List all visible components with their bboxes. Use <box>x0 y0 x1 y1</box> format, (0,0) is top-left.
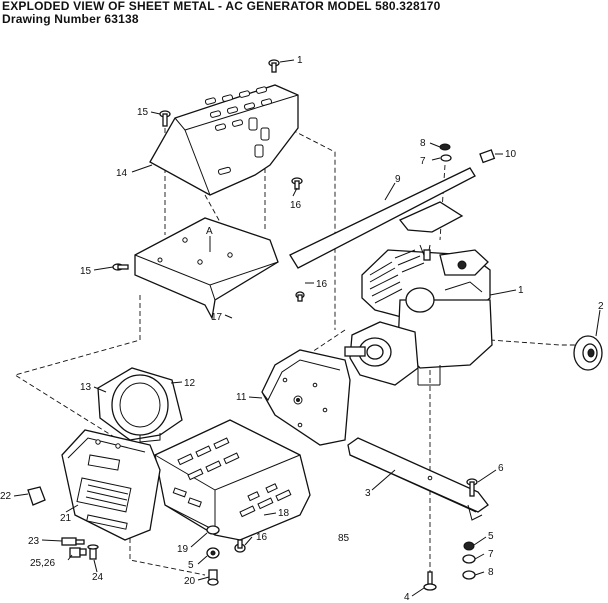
callout-10: 10 <box>505 149 517 160</box>
receptacle <box>27 486 46 506</box>
nut-5-right <box>463 541 475 551</box>
callout-16-mid: 16 <box>316 279 328 290</box>
top-cover-panel <box>149 84 299 196</box>
nut-5-left <box>206 547 220 559</box>
callout-12: 12 <box>184 378 196 389</box>
generator-nut <box>573 335 603 371</box>
callout-7-right: 7 <box>488 549 494 560</box>
washer-7-top <box>440 154 452 162</box>
title-line-1: EXPLODED VIEW OF SHEET METAL - AC GENERA… <box>2 0 441 13</box>
cover-plate: A <box>134 217 279 320</box>
drawing-title: EXPLODED VIEW OF SHEET METAL - AC GENERA… <box>2 0 441 26</box>
fitting-24 <box>87 544 99 560</box>
callout-22: 22 <box>0 491 12 502</box>
hardware <box>61 59 496 591</box>
fitting-top-engine <box>423 249 431 261</box>
assembly-guide-lines <box>13 120 590 585</box>
washer-8-right <box>462 570 476 580</box>
callout-7-top: 7 <box>420 156 426 167</box>
bolt-20 <box>207 569 219 586</box>
callout-2: 2 <box>598 301 604 312</box>
callout-5-right: 5 <box>488 531 494 542</box>
washer-7-right <box>462 554 476 564</box>
page-code: 85 <box>338 533 350 544</box>
callout-4: 4 <box>404 592 410 603</box>
title-line-2: Drawing Number 63138 <box>2 12 139 26</box>
base-tray <box>154 419 311 541</box>
callout-8-top: 8 <box>420 138 426 149</box>
fitting-25-26 <box>69 547 87 558</box>
callout-labels: 1 15 14 16 8 7 10 9 15 16 17 1 2 13 12 1… <box>0 55 604 603</box>
bolt-6 <box>466 478 478 497</box>
bolt-10 <box>479 149 496 164</box>
callout-6: 6 <box>498 463 504 474</box>
screw-16-mid <box>295 291 305 302</box>
front-panel <box>61 429 161 541</box>
leader-lines <box>13 59 601 597</box>
callout-16-bottom: 16 <box>256 532 268 543</box>
screw-15-top <box>159 110 171 127</box>
callout-24: 24 <box>92 572 104 583</box>
screw-1-top <box>268 59 280 73</box>
screw-16-bottom <box>234 539 246 553</box>
callout-3: 3 <box>365 488 371 499</box>
screw-16-top <box>291 177 303 190</box>
callout-20: 20 <box>184 576 196 587</box>
mounting-plate <box>261 349 351 446</box>
callout-1-top-screw: 1 <box>297 55 303 66</box>
blower-housing <box>97 367 183 443</box>
mounting-rail <box>347 437 489 521</box>
callout-9: 9 <box>395 174 401 185</box>
callout-5-left: 5 <box>188 560 194 571</box>
callout-14: 14 <box>116 168 128 179</box>
bolt-4 <box>423 571 437 591</box>
engine-cooling-fins <box>369 249 425 304</box>
callout-16-top: 16 <box>290 200 302 211</box>
nut-8-top <box>439 143 451 151</box>
screw-15-mid <box>112 263 129 271</box>
brace-bar <box>289 167 476 269</box>
callout-11: 11 <box>236 392 247 403</box>
callout-13: 13 <box>80 382 92 393</box>
callout-18: 18 <box>278 508 290 519</box>
callout-23: 23 <box>28 536 40 547</box>
fitting-23 <box>61 537 85 546</box>
callout-25-26: 25,26 <box>30 558 55 569</box>
callout-1-engine: 1 <box>518 285 524 296</box>
callout-8-right: 8 <box>488 567 494 578</box>
view-label-a: A <box>206 226 213 237</box>
callout-15-top: 15 <box>137 107 149 118</box>
washer-19 <box>206 525 220 535</box>
callout-15-mid: 15 <box>80 266 92 277</box>
engine <box>344 244 493 386</box>
callout-21: 21 <box>60 513 72 524</box>
callout-19: 19 <box>177 544 189 555</box>
callout-17: 17 <box>211 312 223 323</box>
